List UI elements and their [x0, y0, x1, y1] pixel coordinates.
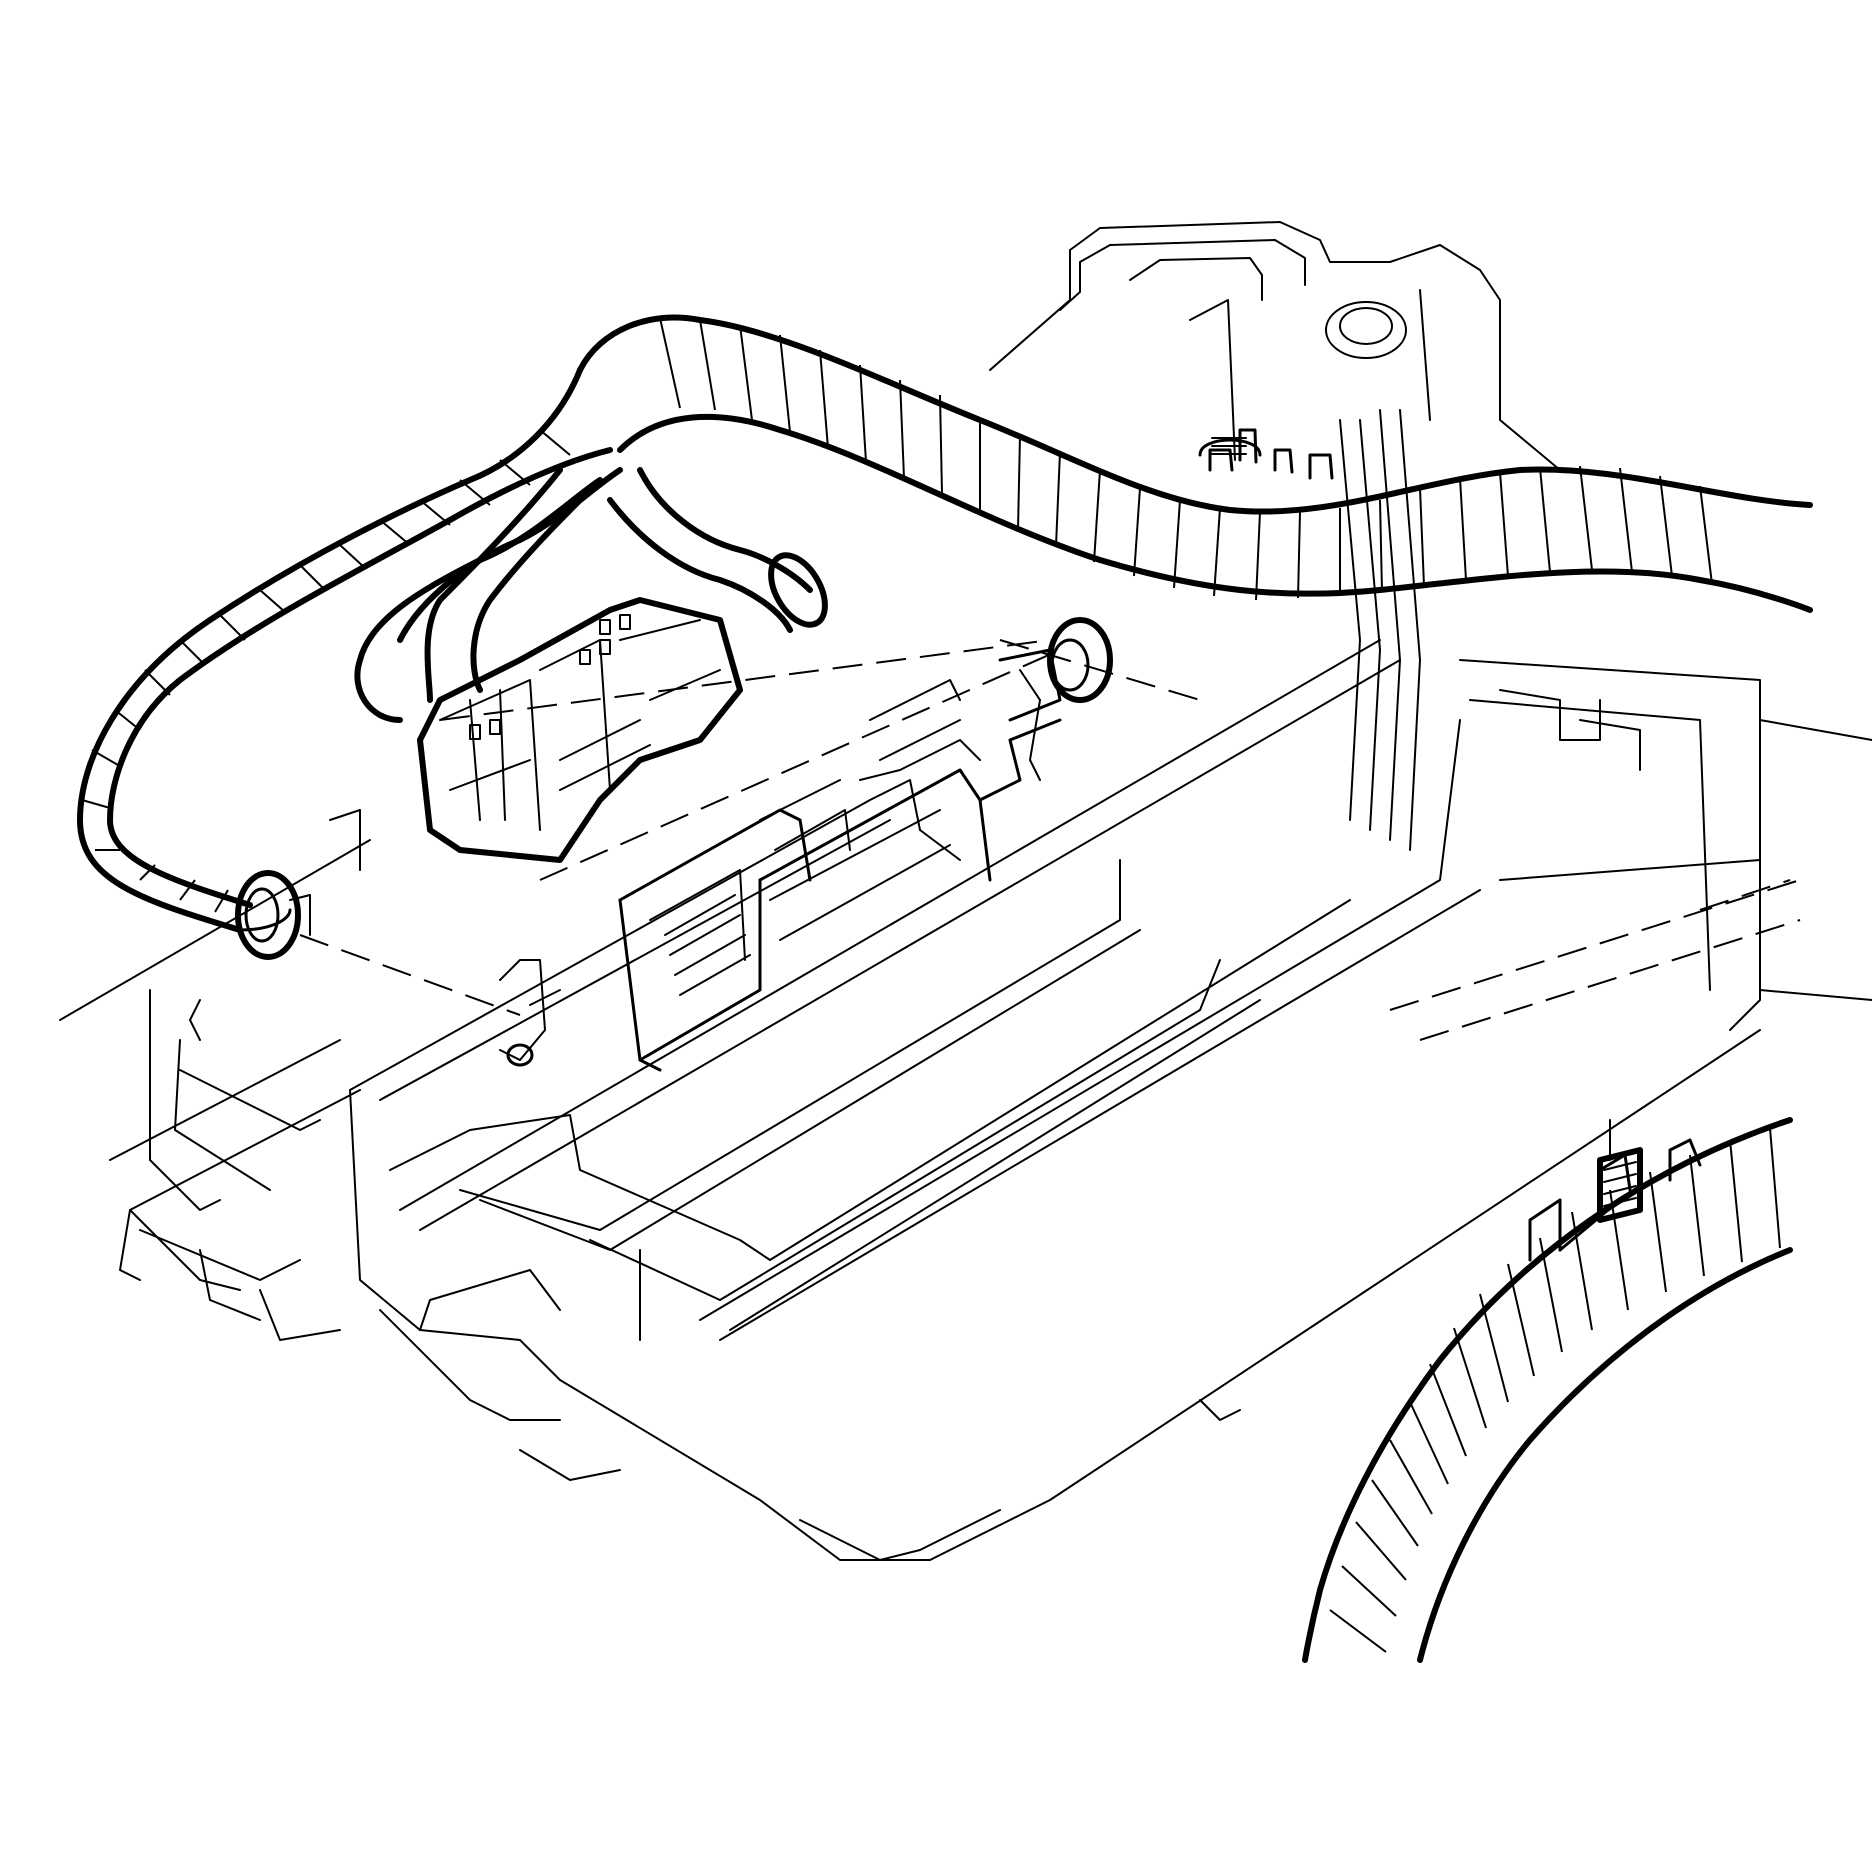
- wiring-harness: [77, 314, 1813, 960]
- control-module: [618, 679, 1062, 1072]
- assembly-lines: [299, 639, 1801, 1041]
- ground-terminal: [499, 959, 561, 1067]
- module-bracket: [349, 639, 1761, 1561]
- electrical-connectors: [417, 597, 743, 863]
- wiring-harness-lower: [1302, 1117, 1793, 1663]
- cable-clips: [998, 428, 1334, 781]
- battery-tray: [989, 221, 1872, 1031]
- tray-ribs: [59, 809, 371, 1341]
